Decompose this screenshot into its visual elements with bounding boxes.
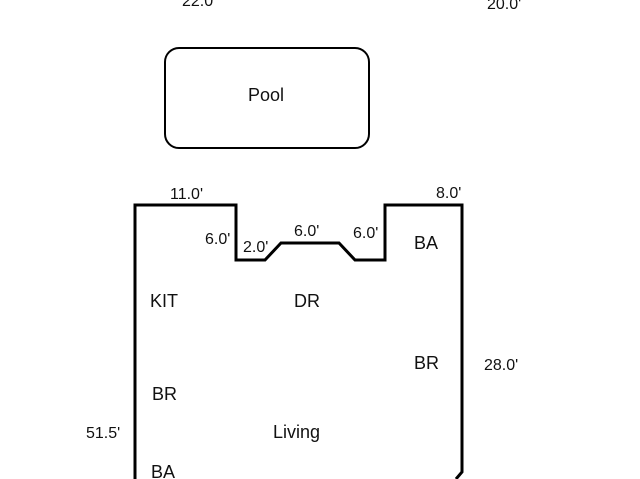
- dimension-top-right-width: 8.0': [436, 185, 461, 202]
- dimension-right-side: 28.0': [484, 357, 518, 374]
- room-label-bath-upper-right: BA: [414, 233, 438, 253]
- room-label-kitchen: KIT: [150, 291, 178, 311]
- dimension-notch-left-step: 2.0': [243, 239, 268, 256]
- dimension-notch-left-depth: 6.0': [205, 231, 230, 248]
- pool-outline: [164, 47, 370, 149]
- room-label-bath-lower-left: BA: [151, 462, 175, 479]
- room-label-dining: DR: [294, 291, 320, 311]
- room-label-bedroom-left: BR: [152, 384, 177, 404]
- top-left-dimension: 22.0': [182, 0, 216, 10]
- top-right-dimension: 20.0': [487, 0, 521, 13]
- house-outline: [133, 203, 464, 479]
- pool-label: Pool: [248, 85, 284, 105]
- room-label-bedroom-right: BR: [414, 353, 439, 373]
- room-label-living: Living: [273, 422, 320, 442]
- dimension-left-side: 51.5': [86, 425, 120, 442]
- dimension-notch-right-depth: 6.0': [353, 225, 378, 242]
- dimension-top-left-width: 11.0': [170, 186, 203, 203]
- dimension-notch-center-width: 6.0': [294, 223, 319, 240]
